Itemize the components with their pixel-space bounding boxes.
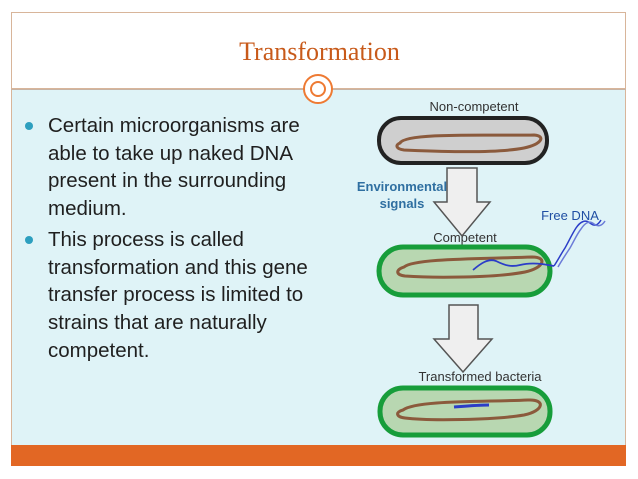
down-arrow-icon (432, 167, 492, 238)
label-non-competent: Non-competent (430, 99, 519, 114)
transformed-cell (377, 385, 553, 438)
bullet-text: This process is called transformation an… (48, 227, 308, 362)
footer-bar (11, 445, 626, 466)
non-competent-cell (377, 116, 549, 165)
label-free-dna: Free DNA (541, 208, 599, 223)
free-dna-strand (553, 219, 602, 267)
bullet-item: Certain microorganisms are able to take … (18, 112, 318, 223)
transformation-diagram: Non-competent Environmental signals Free… (357, 99, 606, 438)
label-competent: Competent (433, 230, 497, 245)
label-signals: signals (380, 196, 425, 211)
bullet-text: Certain microorganisms are able to take … (48, 114, 300, 221)
label-transformed-bacteria: Transformed bacteria (418, 369, 542, 384)
divider-circle-ornament (303, 74, 333, 104)
bullet-dot-icon (25, 235, 33, 244)
free-dna-strand-pair (557, 220, 606, 268)
bullet-dot-icon (25, 122, 33, 130)
label-environmental: Environmental (357, 179, 447, 194)
inner-circle-ornament (310, 81, 326, 97)
down-arrow-icon (432, 304, 494, 374)
bullet-list: Certain microorganisms are able to take … (18, 112, 318, 367)
bullet-item: This process is called transformation an… (18, 226, 318, 365)
slide-title: Transformation (239, 37, 400, 66)
competent-cell (376, 244, 555, 298)
